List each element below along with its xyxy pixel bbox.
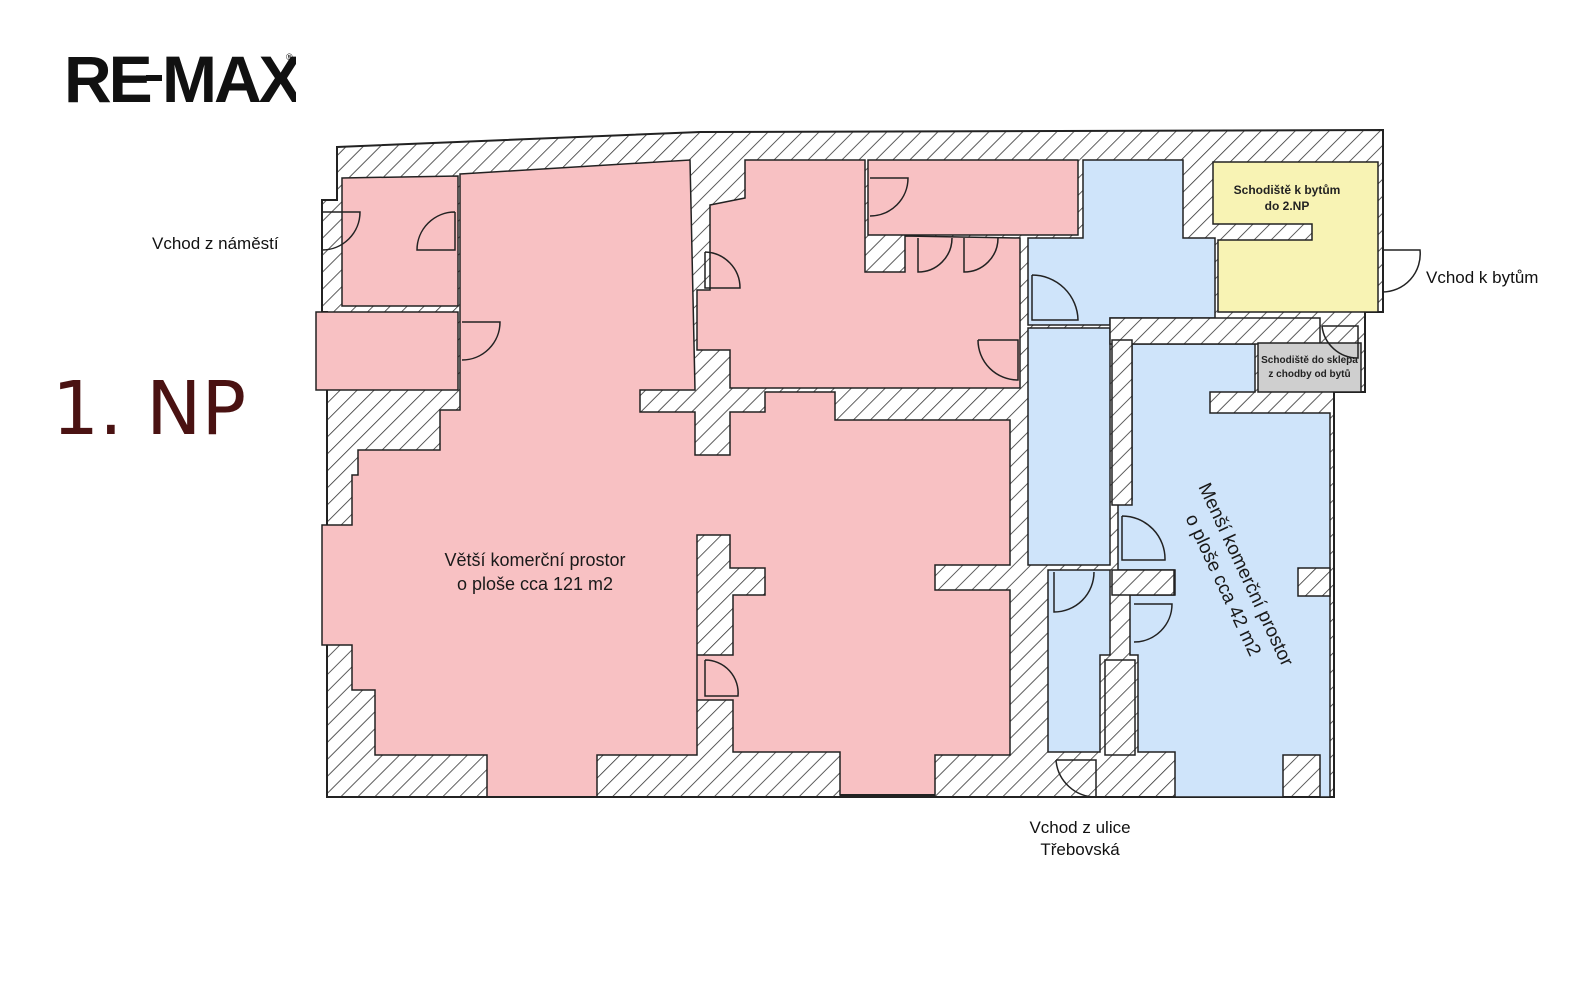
entrance-openings <box>487 794 935 798</box>
stairs-cellar-line2: z chodby od bytů <box>1268 369 1351 380</box>
stairs-cellar-label: Schodiště do sklepa z chodby od bytů <box>1258 354 1361 382</box>
entrance-street-line2: Třebovská <box>1040 840 1120 859</box>
entrance-square-label: Vchod z náměstí <box>152 234 279 253</box>
door-swings <box>321 177 1421 798</box>
stairs-cellar-line1: Schodiště do sklepa <box>1261 355 1358 366</box>
large-space-label: Větší komerční prostor o ploše cca 121 m… <box>395 548 675 596</box>
large-commercial-space <box>315 159 1079 798</box>
floor-label: 1. NP <box>52 366 247 452</box>
entrance-flats-label: Vchod k bytům <box>1426 268 1539 287</box>
entrance-street-line1: Vchod z ulice <box>1029 818 1131 837</box>
stairs-flats-line1: Schodiště k bytům <box>1233 183 1341 197</box>
large-space-line1: Větší komerční prostor <box>444 550 626 570</box>
small-commercial-space <box>1027 159 1331 798</box>
svg-text:MAX: MAX <box>162 46 296 110</box>
stairs-flats-label: Schodiště k bytům do 2.NP <box>1222 182 1352 214</box>
svg-text:RE: RE <box>64 46 151 110</box>
stairs-to-flats <box>1212 161 1379 313</box>
stairs-to-cellar <box>1257 342 1362 393</box>
large-space-line2: o ploše cca 121 m2 <box>456 574 614 594</box>
remax-logo: RE MAX ® <box>64 46 296 110</box>
stairs-flats-line2: do 2.NP <box>1264 199 1310 213</box>
entrance-street-label: Vchod z ulice Třebovská <box>1005 817 1155 861</box>
svg-text:®: ® <box>286 52 293 62</box>
inner-walls <box>1104 317 1331 756</box>
